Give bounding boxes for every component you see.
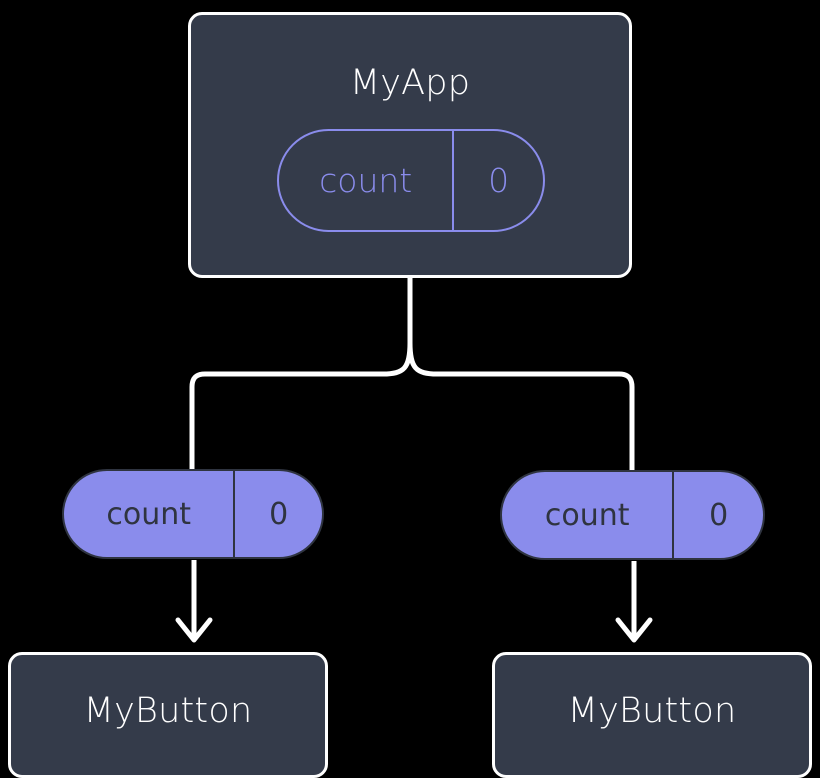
component-node-mybutton-left[interactable]: MyButton [8,652,328,778]
component-label-myapp: MyApp [349,63,471,103]
prop-pill-value: 0 [233,471,322,557]
connector-right-branch [407,340,635,473]
component-node-mybutton-right[interactable]: MyButton [492,652,812,778]
arrow-head-icon [615,617,653,643]
state-pill-key: count [319,161,413,200]
prop-pill-value: 0 [672,472,763,558]
component-label-mybutton: MyButton [567,691,737,731]
arrow-right-pill-to-button [615,561,653,643]
connector-left-branch [189,340,413,472]
state-pill-myapp[interactable]: count 0 [277,129,545,232]
prop-pill-right[interactable]: count 0 [500,470,765,560]
arrow-head-icon [175,617,213,643]
prop-pill-key: count [544,497,630,533]
branch-connector-root-to-children [189,278,635,473]
prop-pill-left[interactable]: count 0 [62,469,324,559]
arrow-left-pill-to-button [175,560,213,643]
component-label-mybutton: MyButton [83,691,253,731]
prop-pill-key: count [106,496,191,532]
state-pill-value: 0 [452,131,543,230]
